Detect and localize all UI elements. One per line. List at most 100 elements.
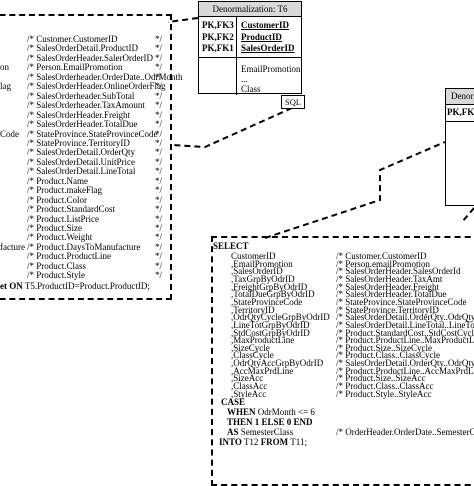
left-row-comment-end: */ bbox=[155, 232, 163, 243]
left-row-comment: /* Product.Color bbox=[27, 194, 87, 205]
left-row-comment: /* Product.DaysToManufacture bbox=[27, 241, 141, 252]
right-row-column: ,OdrQtyCycleGrpByOdrID bbox=[231, 312, 330, 323]
entity-right-title: Denorm bbox=[446, 89, 474, 105]
left-row-comment: /* SalesOrderheader.OrderDate..OdrMonth bbox=[27, 71, 183, 82]
when-line: WHEN OdrMonth <= 6 bbox=[227, 407, 315, 417]
left-row-comment-end: */ bbox=[155, 62, 163, 73]
entity-t6-attr: EmailPromotion bbox=[241, 64, 301, 74]
as-alias: SemesterClass bbox=[238, 427, 294, 437]
left-row-comment-end: */ bbox=[155, 52, 163, 63]
right-row-comment: /* SalesOrderDetail.OrderQty..OdrQtyCycl… bbox=[336, 312, 474, 323]
right-row-column: ,SalesOrderID bbox=[231, 266, 283, 277]
entity-t6-key-divider bbox=[236, 17, 237, 57]
left-row-comment-end: */ bbox=[155, 194, 163, 205]
entity-t6-key-field: SalesOrderID bbox=[241, 43, 295, 53]
from-keyword: FROM bbox=[260, 437, 289, 447]
left-row-comment: /* Product.Weight bbox=[27, 232, 93, 243]
right-row-comment: /* SalesOrderHeader.TaxAmt bbox=[336, 273, 443, 284]
left-row-comment: /* Product.Class bbox=[27, 260, 87, 271]
left-row-comment-end: */ bbox=[155, 43, 163, 54]
then-keyword: THEN bbox=[227, 417, 253, 427]
right-row-comment: /* StateProvince.TerritoryID bbox=[336, 304, 439, 315]
connector-right-entity-tail bbox=[461, 207, 474, 223]
left-row-comment-end: */ bbox=[155, 241, 163, 252]
left-row-comment-end: */ bbox=[155, 147, 163, 158]
into-line: INTO T12 FROM T11; bbox=[219, 437, 307, 447]
right-row-column: ,TerritoryID bbox=[231, 304, 275, 315]
entity-t6-attrs: EmailPromotion...Class bbox=[199, 58, 301, 95]
right-row-comment: /* StateProvince.StateProvinceCode bbox=[336, 296, 467, 307]
left-footer-text: T5.ProductID=Product.ProductID; bbox=[22, 281, 150, 291]
else-value: 0 bbox=[284, 417, 294, 427]
right-row-comment: /* SalesOrderHeader.SalesOrderId bbox=[336, 266, 461, 277]
connector-right-query-to-sql bbox=[264, 141, 446, 239]
left-row-comment-end: */ bbox=[155, 34, 163, 44]
left-row-comment: /* StateProvince.TerritoryID bbox=[27, 137, 130, 148]
entity-t6-key-field: ProductID bbox=[241, 31, 282, 42]
right-row-column: ,TotalDueGrpByOdrID bbox=[231, 289, 315, 300]
left-row-comment: /* Product.ListPrice bbox=[27, 213, 99, 224]
left-row-comment-end: */ bbox=[155, 166, 163, 177]
right-row-comment: /* Product.ProductLine..MaxProductLine bbox=[336, 335, 474, 346]
right-row-column: ,StateProvinceCode bbox=[231, 296, 303, 307]
left-row-comment: /* SalesOrderHeader.OnlineOrderFlag bbox=[27, 81, 166, 92]
entity-right: Denorm PK,FK Sa bbox=[445, 88, 474, 206]
from-table: T11; bbox=[288, 437, 307, 447]
when-keyword: WHEN bbox=[227, 407, 256, 417]
left-row-comment: /* SalesOrderHeader.Freight bbox=[27, 109, 130, 120]
right-row-column: ,TaxGrpByOdrID bbox=[231, 273, 295, 284]
left-row-comment-end: */ bbox=[155, 204, 163, 215]
left-row-comment: /* Product.makeFlag bbox=[27, 185, 102, 196]
left-row-comment-end: */ bbox=[155, 185, 163, 196]
left-row-prefix: Code bbox=[0, 128, 19, 139]
left-row-comment: /* Customer.CustomerID bbox=[27, 34, 118, 44]
left-row-comment-end: */ bbox=[155, 71, 163, 82]
right-row-column: ,ClassCycle bbox=[231, 350, 274, 361]
left-row-comment: /* StateProvince.StateProvinceCode bbox=[27, 128, 158, 139]
left-row-comment-end: */ bbox=[155, 251, 163, 262]
right-row-comment: /* Product.ProductLine..AccMaxPrdLine bbox=[336, 365, 474, 376]
left-row-comment: /* SalesOrderDetail.OrderQty bbox=[27, 147, 135, 158]
right-row-column: CustomerID bbox=[231, 251, 276, 261]
left-row-comment: /* SalesOrderHeader.TotalDue bbox=[27, 119, 138, 130]
left-row-comment-end: */ bbox=[155, 90, 163, 101]
as-comment: /* OrderHeader.OrderDate..SemesterClass bbox=[336, 427, 474, 437]
left-row-comment: /* SalesOrderDetail.ProductID bbox=[27, 43, 138, 54]
entity-t6-key-label: PK,FK1 bbox=[202, 43, 234, 53]
sql-label: SQL bbox=[281, 95, 305, 109]
case-keyword: CASE bbox=[221, 397, 246, 407]
left-row-prefix: on bbox=[0, 62, 9, 73]
left-row-comment-end: */ bbox=[155, 156, 163, 167]
right-row-column: ,SizeCycle bbox=[231, 342, 270, 353]
entity-t6-attr: ... bbox=[241, 74, 248, 85]
right-row-column: ,StdCostGrpByOdrID bbox=[231, 327, 310, 338]
right-row-comment: /* SalesOrderHeader.Freight bbox=[336, 281, 439, 292]
left-row-prefix: lag bbox=[0, 81, 11, 92]
left-row-comment: /* SalesOrderDetail.LineTotal bbox=[27, 166, 136, 177]
left-row-comment-end: */ bbox=[155, 270, 163, 281]
left-row-comment-end: */ bbox=[155, 213, 163, 224]
left-row-comment: /* SalesOrderheader.TaxAmount bbox=[27, 100, 145, 111]
entity-t6-key-field: CustomerID bbox=[241, 20, 289, 30]
connector-lines bbox=[167, 17, 474, 239]
left-row-comment: /* SalesOrderheader.SubTotal bbox=[27, 90, 135, 101]
right-row-comment: /* Product.Size..SizeCycle bbox=[336, 342, 432, 353]
left-row-comment-end: */ bbox=[155, 128, 163, 139]
right-row-column: ,SizeAcc bbox=[231, 373, 264, 384]
left-row-comment-end: */ bbox=[155, 100, 163, 111]
left-row-comment-end: */ bbox=[155, 137, 163, 148]
left-row-comment-end: */ bbox=[155, 119, 163, 130]
as-line: AS SemesterClass bbox=[227, 427, 293, 437]
right-row-column: ,MaxProductLine bbox=[231, 335, 295, 346]
connector-sql-to-left-query bbox=[171, 107, 293, 149]
right-row-comment: /* Customer.CustomerID bbox=[336, 251, 427, 261]
then-value: 1 bbox=[252, 417, 262, 427]
right-row-column: ,OdrQtyAccGrpByOdrID bbox=[231, 358, 324, 369]
entity-t6-attr-divider bbox=[236, 58, 237, 95]
left-row-comment: /* SalesOrderHeader.SalerOrderID bbox=[27, 52, 153, 63]
right-row-comment: /* Product.Style..StyleAcc bbox=[336, 388, 432, 399]
left-footer-keyword: et ON bbox=[0, 281, 23, 291]
into-keyword: INTO bbox=[219, 437, 242, 447]
